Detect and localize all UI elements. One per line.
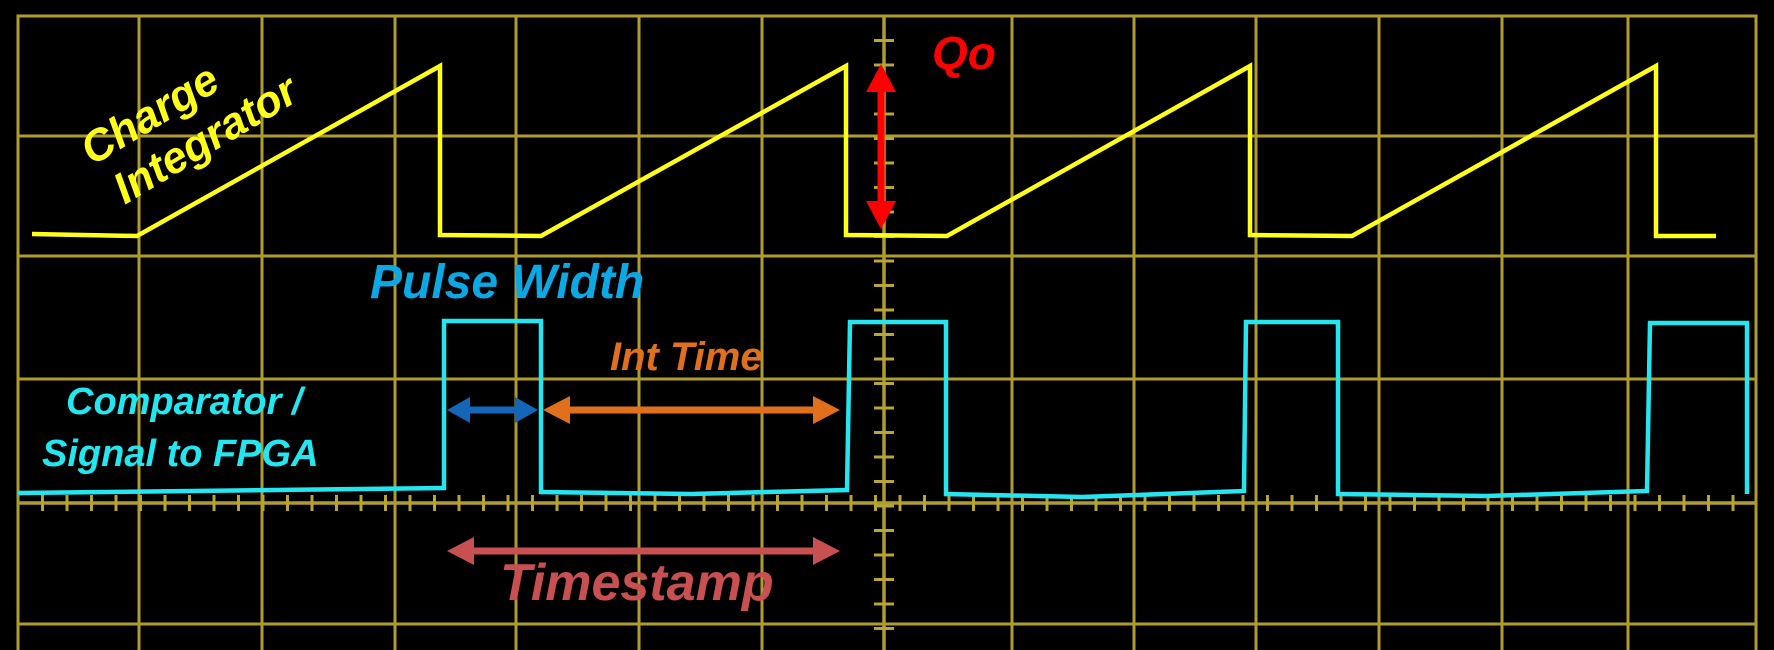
grid-verticals bbox=[137, 16, 1630, 650]
grid-border bbox=[16, 14, 1758, 650]
comparator-trace bbox=[17, 318, 1750, 500]
charge-integrator-trace bbox=[31, 62, 1716, 239]
timestamp-label: Timestamp bbox=[500, 554, 774, 612]
comparator-label-line1: Comparator / bbox=[66, 381, 306, 423]
graticule-grid bbox=[16, 14, 1758, 650]
pulse-width-label: Pulse Width bbox=[370, 256, 644, 309]
qo-label: Qo bbox=[932, 27, 996, 79]
grid-horizontals bbox=[18, 134, 1756, 626]
qo-arrow bbox=[866, 64, 896, 229]
int-time-label: Int Time bbox=[610, 335, 763, 379]
timestamp-arrow bbox=[447, 537, 840, 565]
pulse-width-arrow bbox=[447, 397, 538, 423]
comparator-label-line2: Signal to FPGA bbox=[42, 433, 319, 475]
int-time-arrow bbox=[543, 396, 840, 424]
